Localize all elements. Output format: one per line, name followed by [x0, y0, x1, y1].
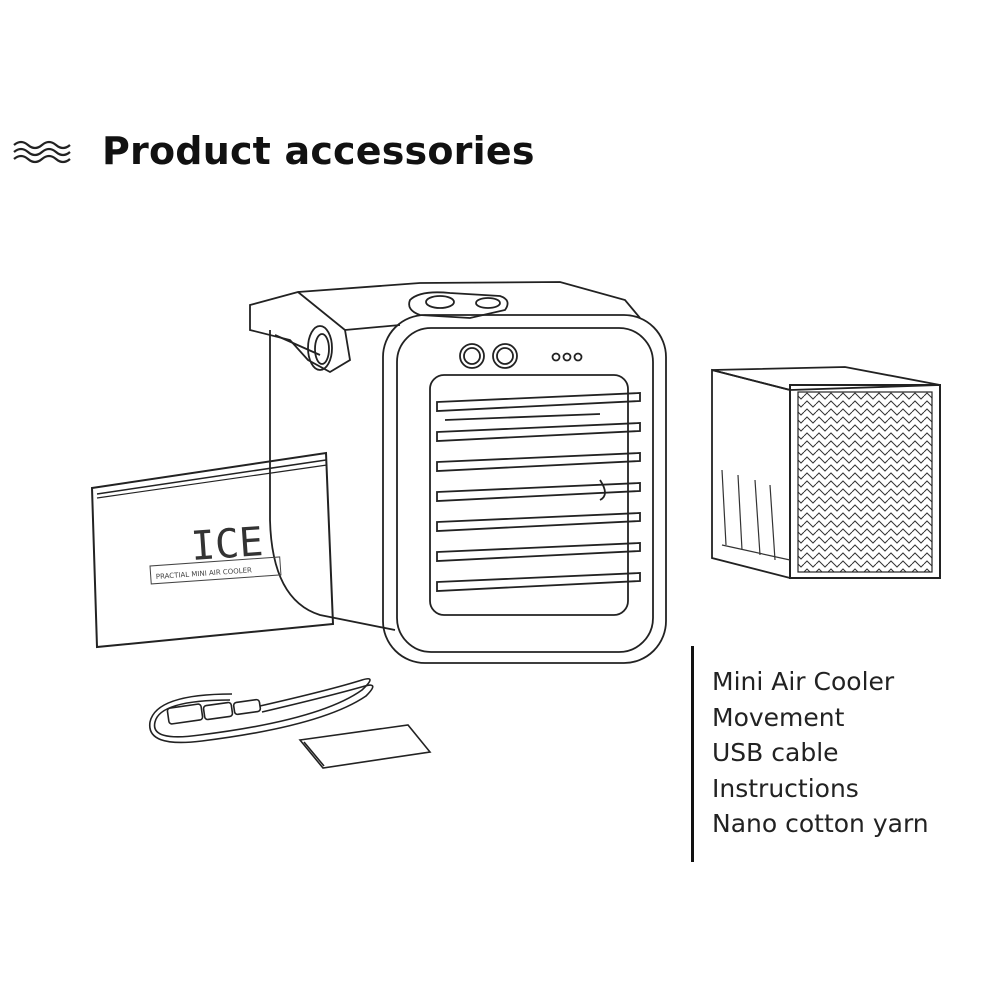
list-item: Nano cotton yarn	[712, 809, 929, 838]
wave-icon	[13, 140, 71, 164]
movement-drawing	[711, 366, 941, 580]
nano-cotton-yarn-drawing	[298, 724, 432, 769]
accessory-list: Mini Air Cooler Movement USB cable Instr…	[712, 664, 929, 842]
usb-cable-drawing	[149, 677, 374, 744]
page-title: Product accessories	[102, 129, 535, 173]
list-item: Mini Air Cooler	[712, 667, 895, 696]
page-header: Product accessories	[12, 132, 535, 170]
list-item: USB cable	[712, 738, 839, 767]
booklet-logo: ICE	[189, 519, 264, 570]
list-item: Movement	[712, 702, 845, 732]
instructions-booklet-drawing: ICE PRACTIAL MINI AIR COOLER	[90, 451, 335, 649]
list-divider	[691, 646, 694, 862]
air-cooler-drawing	[249, 281, 667, 664]
list-item: Instructions	[712, 773, 859, 803]
